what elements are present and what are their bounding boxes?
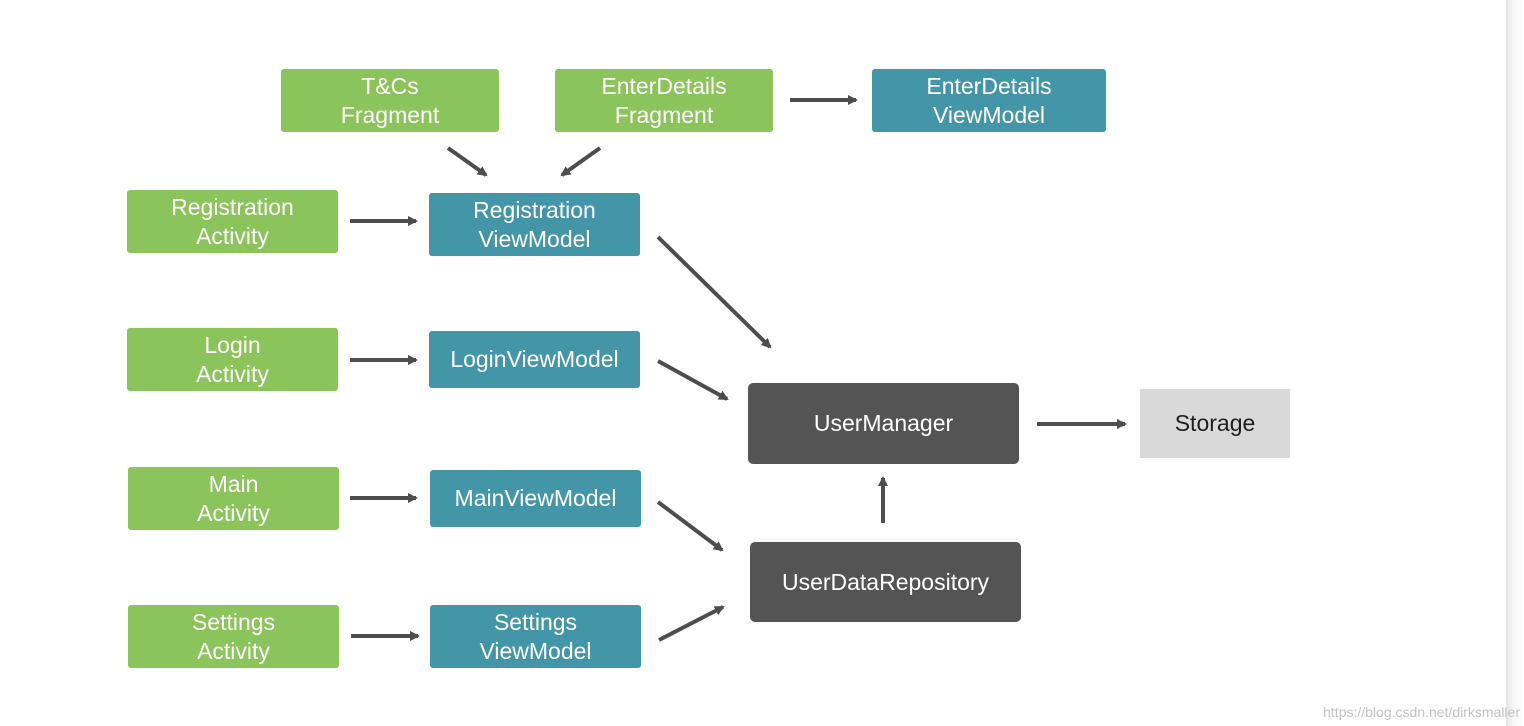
arrow-registration-viewmodel-to-user-manager: [656, 235, 772, 349]
registration-viewmodel-node: Registration ViewModel: [429, 193, 640, 256]
storage-node: Storage: [1140, 389, 1290, 458]
arrow-enterdetails-fragment-to-registration-viewmodel: [560, 146, 602, 177]
arrow-settings-viewmodel-to-user-data-repository: [658, 605, 725, 642]
watermark: https://blog.csdn.net/dirksmaller: [1323, 704, 1520, 720]
registration-activity-node: Registration Activity: [127, 190, 338, 253]
settings-viewmodel-node: Settings ViewModel: [430, 605, 641, 668]
login-viewmodel-node: LoginViewModel: [429, 331, 640, 388]
enterdetails-fragment-node: EnterDetails Fragment: [555, 69, 773, 132]
arrow-main-viewmodel-to-user-data-repository: [656, 500, 724, 552]
arrow-login-viewmodel-to-user-manager: [657, 359, 729, 401]
user-manager-node: UserManager: [748, 383, 1019, 464]
tcs-fragment-node: T&Cs Fragment: [281, 69, 499, 132]
arrow-tcs-fragment-to-registration-viewmodel: [446, 146, 488, 177]
main-viewmodel-node: MainViewModel: [430, 470, 641, 527]
settings-activity-node: Settings Activity: [128, 605, 339, 668]
login-activity-node: Login Activity: [127, 328, 338, 391]
page-edge-shadow: [1506, 0, 1524, 726]
user-data-repository-node: UserDataRepository: [750, 542, 1021, 622]
main-activity-node: Main Activity: [128, 467, 339, 530]
enterdetails-viewmodel-node: EnterDetails ViewModel: [872, 69, 1106, 132]
